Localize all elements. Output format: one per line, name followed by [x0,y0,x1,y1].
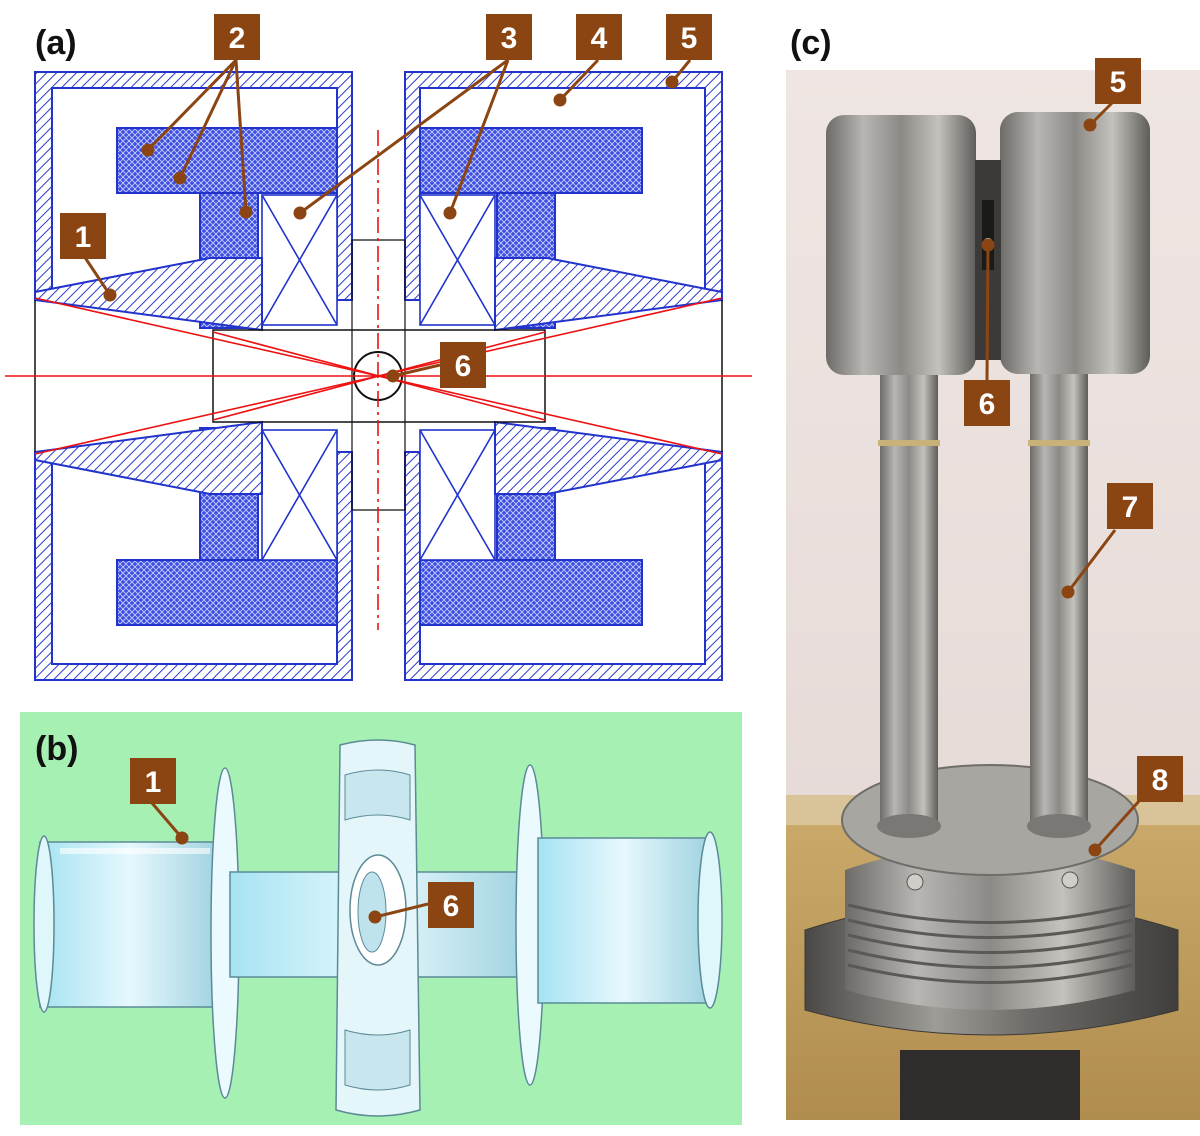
panel-c-photo: (c) [786,24,1200,1120]
tag-c-7: 7 [1107,483,1153,529]
tag-c-8: 8 [1137,756,1183,802]
tag-a-6: 6 [440,342,486,388]
conical-part-1 [34,257,723,495]
leader-lines-b [150,802,429,924]
panel-label-b: (b) [35,730,78,768]
cad-right-tube [515,764,723,1086]
callout-tags: 2 3 4 5 1 6 1 6 5 6 7 8 [60,14,1183,928]
tag-a-4: 4 [576,14,622,60]
leader-lines-c [981,98,1142,857]
tag-a-2: 2 [214,14,260,60]
panel-b-cad-render: (b) [20,712,742,1125]
cad-center-chamber [335,739,421,1117]
tag-b-6: 6 [428,882,474,928]
photo-support-rods [877,360,1091,838]
tag-c-5: 5 [1095,58,1141,104]
tag-a-1-label: 1 [75,221,92,254]
tag-a-6-label: 6 [455,350,472,383]
coil-windings [261,194,496,561]
photo-top-cylinders [826,112,1150,375]
tag-b-1: 1 [130,758,176,804]
panel-label-c: (c) [790,24,832,62]
tag-c-6: 6 [964,380,1010,426]
tag-c-6-label: 6 [979,388,996,421]
tag-a-1: 1 [60,213,106,259]
panel-label-a: (a) [35,24,77,62]
tag-b-1-label: 1 [145,766,162,799]
tag-a-5: 5 [666,14,712,60]
cad-left-tube [33,767,240,1099]
tag-a-4-label: 4 [591,22,608,55]
tag-c-7-label: 7 [1122,491,1139,524]
beam-lines [5,130,752,630]
tag-a-3: 3 [486,14,532,60]
tag-a-2-label: 2 [229,22,246,55]
tag-a-3-label: 3 [501,22,518,55]
leader-lines-a [82,58,692,383]
tag-c-8-label: 8 [1152,764,1169,797]
panel-a-cross-section: (a) [5,24,752,681]
tag-a-5-label: 5 [681,22,698,55]
tag-b-6-label: 6 [443,890,460,923]
tag-c-5-label: 5 [1110,66,1127,99]
